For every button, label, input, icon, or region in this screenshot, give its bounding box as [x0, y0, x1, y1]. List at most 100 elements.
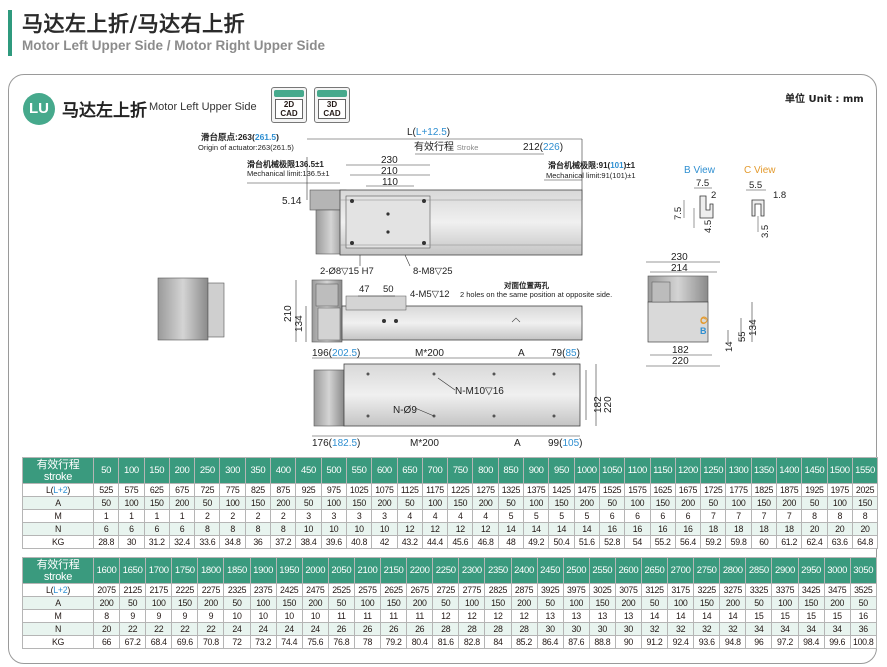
technical-drawing: 滑台原点:263(261.5) Origin of actuator:263(2…: [157, 127, 786, 449]
table-cell: 2875: [510, 583, 538, 597]
table-cell: 150: [548, 496, 575, 510]
table-cell: 16: [849, 609, 877, 623]
table-cell: 975: [320, 483, 347, 497]
table-cell: 14: [640, 609, 669, 623]
top-dim-79-alt: 85: [565, 348, 577, 359]
hole-4-m5: 4-M5▽12: [410, 289, 450, 300]
b-view-7-5-vert: 7.5: [673, 207, 684, 220]
table-cell: 11: [327, 609, 355, 623]
stroke-value: 1400: [776, 457, 803, 484]
table-cell: 50: [598, 496, 626, 510]
profile-b-view: [699, 195, 714, 219]
table-cell: 22: [119, 622, 147, 636]
stroke-value: 700: [421, 457, 449, 484]
table-cell: 100: [667, 596, 695, 610]
table-cell: 28: [432, 622, 460, 636]
stroke-value: 550: [345, 457, 373, 484]
table-cell: 14: [497, 522, 525, 536]
table-cell: 11: [406, 609, 434, 623]
table-cell: 3275: [719, 583, 747, 597]
table-cell: 200: [168, 496, 196, 510]
row-label: M: [22, 609, 94, 623]
table-cell: 85.2: [510, 635, 538, 649]
table-cell: 8: [244, 522, 272, 536]
table-cell: 43.2: [396, 535, 423, 549]
table-cell: 11: [353, 609, 382, 623]
table-cell: 59.8: [725, 535, 752, 549]
table-cell: 52.8: [598, 535, 626, 549]
stroke-value: 250: [194, 457, 221, 484]
table-cell: 93.6: [693, 635, 721, 649]
table-cell: 2375: [249, 583, 277, 597]
cad-2d-button[interactable]: 2D CAD: [271, 87, 307, 123]
c-view-1-8: 1.8: [773, 190, 786, 201]
table-cell: 6: [624, 509, 651, 523]
table-cell: 100: [320, 496, 347, 510]
table-cell: 5: [548, 509, 575, 523]
table-cell: 84: [484, 635, 512, 649]
table-cell: 7: [750, 509, 778, 523]
stroke-value: 350: [244, 457, 272, 484]
table-cell: 13: [562, 609, 590, 623]
table-cell: 16: [674, 522, 702, 536]
table-cell: 3925: [536, 583, 564, 597]
stroke-value: 1500: [826, 457, 853, 484]
table-cell: 50: [396, 496, 423, 510]
length-alt: L+12.5: [416, 127, 447, 138]
table-cell: 2025: [851, 483, 879, 497]
table-cell: 10: [320, 522, 347, 536]
stroke-value: 800: [472, 457, 499, 484]
hole-note-cn: 对面位置两孔: [504, 280, 549, 290]
table-cell: 150: [171, 596, 199, 610]
top-dim-79-end: ): [577, 348, 580, 359]
stroke-value: 1300: [725, 457, 752, 484]
stroke-value: 950: [548, 457, 575, 484]
table-cell: 150: [275, 596, 303, 610]
stroke-value: 1450: [801, 457, 828, 484]
table-cell: 88.8: [588, 635, 616, 649]
cad-3d-button[interactable]: 3D CAD: [314, 87, 350, 123]
section-title-en: Motor Left Upper Side: [149, 101, 257, 113]
table-cell: 24: [223, 622, 251, 636]
table-cell: 91.2: [640, 635, 669, 649]
table-cell: 34: [797, 622, 825, 636]
svg-text:79(85): 79(85): [551, 348, 580, 359]
table-cell: 1175: [421, 483, 449, 497]
length-label: L(: [407, 127, 417, 138]
table-cell: 2475: [301, 583, 329, 597]
table-cell: 32.4: [168, 535, 196, 549]
table-cell: 50: [700, 496, 727, 510]
table-cell: 13: [588, 609, 616, 623]
table-cell: 81.6: [432, 635, 460, 649]
stroke-value: 2650: [640, 557, 669, 584]
table-cell: 1675: [674, 483, 702, 497]
table-cell: 825: [244, 483, 272, 497]
stroke-value: 1800: [197, 557, 225, 584]
table-cell: 12: [510, 609, 538, 623]
svg-text:212(226): 212(226): [523, 142, 563, 153]
stroke-value: 200: [168, 457, 196, 484]
table-cell: 1475: [573, 483, 600, 497]
table-cell: 42: [371, 535, 398, 549]
svg-text:滑台机械极限:91(101)±1: 滑台机械极限:91(101)±1: [548, 160, 636, 170]
stroke-value: 50: [92, 457, 120, 484]
table-cell: 725: [194, 483, 221, 497]
stroke-value: 2450: [536, 557, 564, 584]
table-cell: 200: [371, 496, 398, 510]
table-cell: 34.8: [219, 535, 246, 549]
top-dim-196-end: ): [357, 348, 360, 359]
table-cell: 100: [771, 596, 799, 610]
mech-right-end: )±1: [624, 161, 636, 170]
table-cell: 51.6: [573, 535, 600, 549]
stroke-cn-label: 有效行程: [414, 140, 454, 153]
stroke-value: 3000: [823, 557, 851, 584]
stroke-value: 2350: [484, 557, 512, 584]
hole-8-m8: 8-M8▽25: [413, 266, 453, 277]
table-cell: 56.4: [674, 535, 702, 549]
stroke-value: 100: [118, 457, 145, 484]
stroke-value: 2300: [458, 557, 486, 584]
table-cell: 74.4: [275, 635, 303, 649]
hole-n-d9: N-Ø9: [393, 405, 417, 416]
